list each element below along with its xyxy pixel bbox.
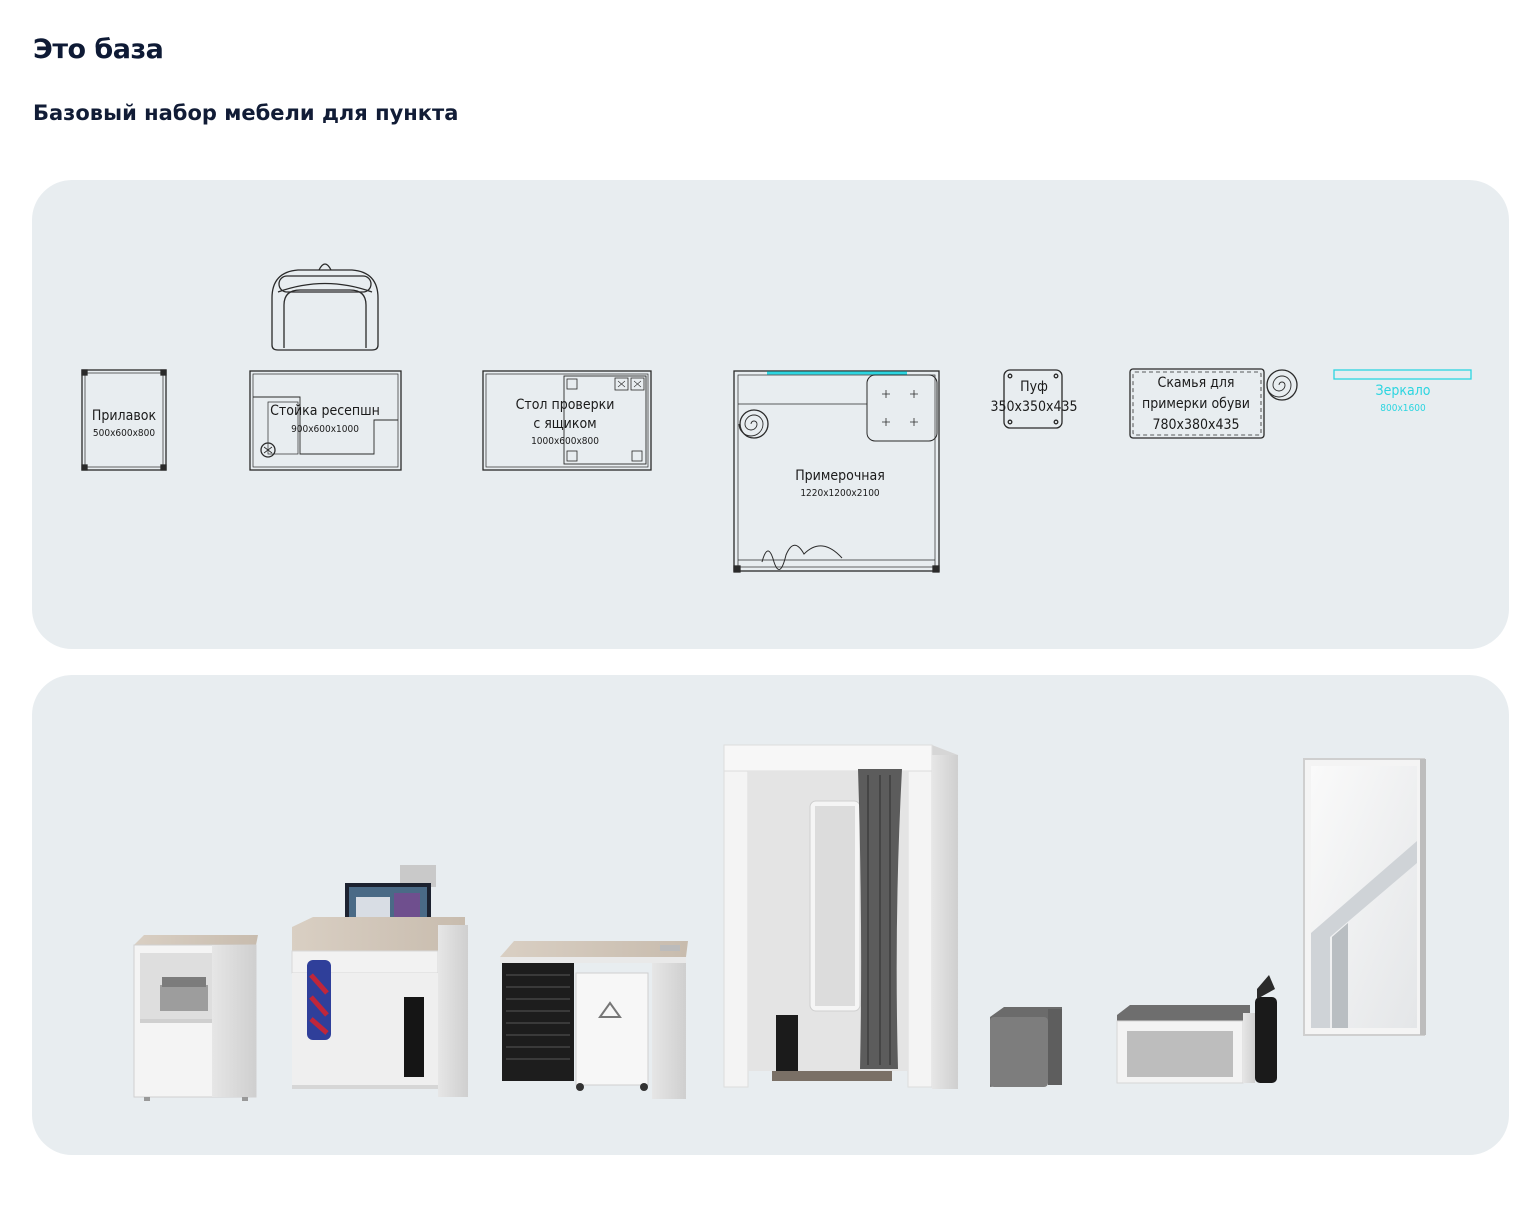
- plan-label-inspection-2: с ящиком: [533, 416, 596, 432]
- plan-label-pouf: Пуф: [1020, 379, 1048, 395]
- plan-label-bench-2: примерки обуви: [1142, 396, 1250, 412]
- floor-plan-panel: Прилавок 500x600x800 Стойка ресепшн 900x…: [32, 180, 1509, 649]
- plan-label-mirror: Зеркало: [1376, 383, 1431, 399]
- plan-label-reception: Стойка ресепшн: [270, 403, 380, 419]
- plan-counter: [81, 369, 167, 471]
- floor-plan-drawing: Прилавок 500x600x800 Стойка ресепшн 900x…: [81, 263, 1472, 573]
- plan-label-fitting: Примерочная: [795, 468, 885, 484]
- plan-mirror: [1333, 369, 1472, 380]
- plan-fitting-room: [733, 370, 940, 573]
- plan-dims-bench: 780x380x435: [1152, 417, 1239, 433]
- render-bench: [1116, 975, 1277, 1084]
- page-subtitle: Базовый набор мебели для пункта: [33, 101, 459, 125]
- render-pouf: [990, 1007, 1062, 1087]
- render-mirror: [1303, 758, 1426, 1036]
- furniture-render-drawing: [133, 744, 1426, 1101]
- render-inspection-table: [500, 941, 688, 1099]
- plan-label-inspection-1: Стол проверки: [516, 397, 615, 413]
- plan-dims-fitting: 1220x1200x2100: [800, 488, 880, 499]
- furniture-render-panel: [32, 675, 1509, 1155]
- render-reception-desk: [291, 865, 468, 1097]
- plan-reception-desk: [249, 263, 402, 471]
- render-counter: [133, 935, 258, 1101]
- plan-dims-mirror: 800x1600: [1380, 403, 1426, 414]
- plan-bench: [1129, 368, 1298, 439]
- plan-dims-pouf: 350x350x435: [990, 399, 1077, 415]
- plan-pouf: [1003, 369, 1063, 429]
- plan-label-counter: Прилавок: [92, 408, 157, 424]
- plan-label-bench-1: Скамья для: [1158, 375, 1235, 391]
- plan-dims-inspection: 1000x600x800: [531, 436, 599, 447]
- plan-dims-reception: 900x600x1000: [291, 424, 359, 435]
- plan-dims-counter: 500x600x800: [93, 428, 155, 439]
- render-fitting-room: [723, 744, 958, 1089]
- plan-inspection-table: [482, 370, 652, 471]
- page-title: Это база: [33, 34, 164, 65]
